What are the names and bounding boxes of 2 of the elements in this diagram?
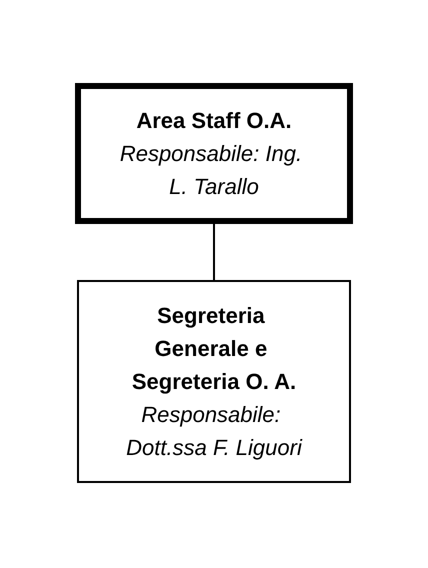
node-box: Area Staff O.A. Responsabile: Ing. L. Tarallo bbox=[75, 83, 353, 224]
node-box: Segreteria Generale e Segreteria O. A. Responsabile: Dott.ssa F. Liguori bbox=[77, 280, 351, 483]
